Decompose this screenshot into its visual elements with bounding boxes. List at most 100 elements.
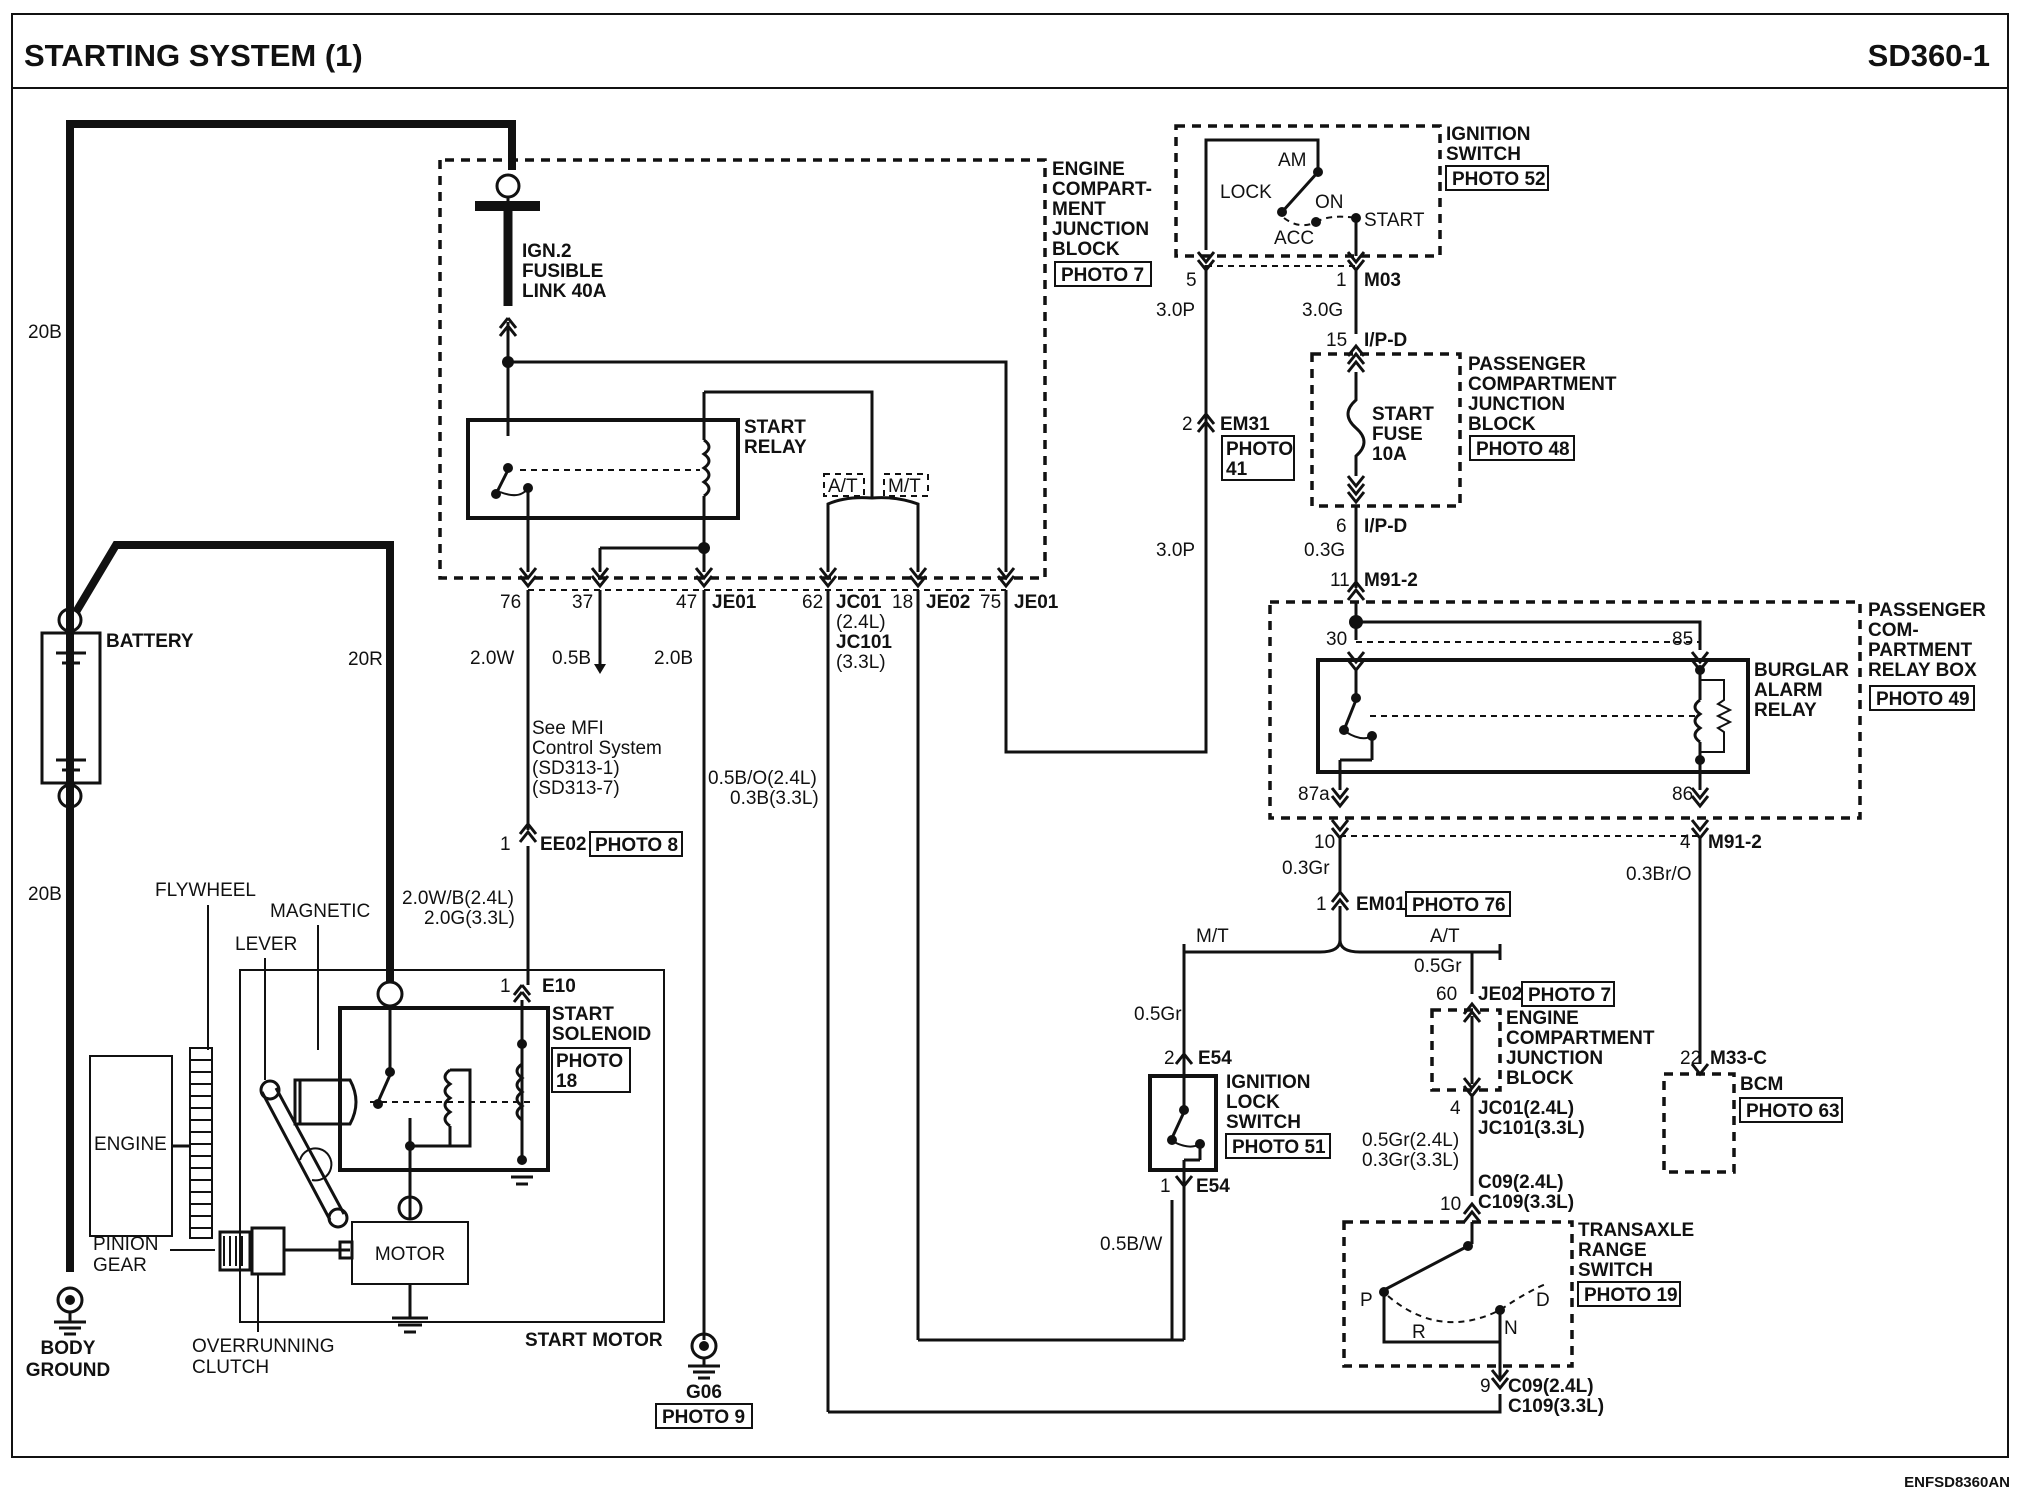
svg-text:4: 4 <box>1450 1098 1461 1119</box>
svg-text:M91-2: M91-2 <box>1708 832 1762 853</box>
svg-text:0.5Gr: 0.5Gr <box>1414 956 1462 977</box>
svg-text:C09(2.4L): C09(2.4L) <box>1478 1172 1564 1193</box>
svg-text:3.0P: 3.0P <box>1156 540 1195 561</box>
svg-text:BLOCK: BLOCK <box>1052 239 1120 260</box>
svg-text:MAGNETIC: MAGNETIC <box>270 901 370 922</box>
bcm: 22 M33-C BCM PHOTO 63 <box>1662 836 1843 1174</box>
svg-text:85: 85 <box>1672 629 1693 650</box>
svg-text:10: 10 <box>1314 832 1335 853</box>
svg-text:ACC: ACC <box>1274 228 1314 249</box>
svg-text:ENGINE: ENGINE <box>1052 159 1125 180</box>
svg-text:BURGLAR: BURGLAR <box>1754 660 1849 681</box>
svg-text:IGN.2: IGN.2 <box>522 241 572 262</box>
svg-text:M03: M03 <box>1364 270 1401 291</box>
svg-text:2: 2 <box>1164 1048 1175 1069</box>
svg-text:ON: ON <box>1315 192 1344 213</box>
svg-text:RELAY: RELAY <box>1754 700 1817 721</box>
svg-text:87a: 87a <box>1298 784 1330 805</box>
svg-text:RANGE: RANGE <box>1578 1240 1647 1261</box>
svg-text:EM01: EM01 <box>1356 894 1406 915</box>
svg-text:60: 60 <box>1436 984 1457 1005</box>
svg-text:EE02: EE02 <box>540 834 586 855</box>
svg-text:5: 5 <box>1186 270 1197 291</box>
page-code: SD360-1 <box>1868 38 1990 73</box>
body-ground-icon: BODY GROUND <box>26 1286 110 1381</box>
svg-text:SWITCH: SWITCH <box>1446 144 1521 165</box>
svg-text:JC101(3.3L): JC101(3.3L) <box>1478 1118 1585 1139</box>
svg-text:JE02: JE02 <box>1478 984 1522 1005</box>
svg-text:75: 75 <box>980 592 1001 613</box>
svg-text:4: 4 <box>1680 832 1691 853</box>
svg-text:ENGINE: ENGINE <box>94 1134 167 1155</box>
svg-text:AM: AM <box>1278 150 1307 171</box>
svg-text:C09(2.4L): C09(2.4L) <box>1508 1376 1594 1397</box>
svg-text:START: START <box>1364 210 1425 231</box>
svg-text:18: 18 <box>556 1071 577 1092</box>
svg-text:PARTMENT: PARTMENT <box>1868 640 1973 661</box>
svg-text:PASSENGER: PASSENGER <box>1868 600 1986 621</box>
svg-text:18: 18 <box>892 592 913 613</box>
svg-text:(SD313-1): (SD313-1) <box>532 758 620 779</box>
em31-connector: 2 EM31 PHOTO 41 3.0P <box>1156 270 1295 752</box>
svg-text:JC101: JC101 <box>836 632 892 653</box>
svg-text:JE02: JE02 <box>926 592 970 613</box>
svg-text:30: 30 <box>1326 629 1347 650</box>
svg-text:E54: E54 <box>1196 1176 1230 1197</box>
start-motor: START MOTOR FLYWHEEL MAGNETIC LEVER ENGI… <box>89 880 665 1378</box>
burglar-alarm-relay: PASSENGER COM- PARTMENT RELAY BOX PHOTO … <box>1268 600 1986 885</box>
svg-text:START: START <box>552 1004 614 1025</box>
svg-text:PHOTO 52: PHOTO 52 <box>1452 169 1546 190</box>
svg-text:E10: E10 <box>542 976 576 997</box>
engine-compartment-junction-block: ENGINE COMPART- MENT JUNCTION BLOCK PHOT… <box>438 158 1152 580</box>
svg-text:15: 15 <box>1326 330 1347 351</box>
svg-text:COMPARTMENT: COMPARTMENT <box>1506 1028 1655 1049</box>
svg-text:1: 1 <box>500 976 511 997</box>
em01-branch: 1 EM01 PHOTO 76 M/T A/T 0.5Gr 0.5Gr <box>1134 836 1511 1062</box>
battery-label: BATTERY <box>106 631 194 652</box>
svg-text:9: 9 <box>1480 1376 1491 1397</box>
svg-text:RELAY: RELAY <box>744 437 807 458</box>
svg-text:G06: G06 <box>686 1382 722 1403</box>
svg-text:RELAY BOX: RELAY BOX <box>1868 660 1977 681</box>
svg-text:I/P-D: I/P-D <box>1364 516 1407 537</box>
svg-text:CLUTCH: CLUTCH <box>192 1357 269 1378</box>
svg-text:SWITCH: SWITCH <box>1578 1260 1653 1281</box>
svg-text:2.0B: 2.0B <box>654 648 693 669</box>
svg-text:PHOTO 19: PHOTO 19 <box>1584 1285 1678 1306</box>
svg-text:PINION: PINION <box>93 1234 158 1255</box>
figure-code: ENFSD8360AN <box>1904 1474 2010 1491</box>
svg-text:86: 86 <box>1672 784 1693 805</box>
svg-text:PHOTO 49: PHOTO 49 <box>1876 689 1970 710</box>
svg-text:JC01(2.4L): JC01(2.4L) <box>1478 1098 1574 1119</box>
diagram-frame <box>11 13 2009 1458</box>
svg-text:START MOTOR: START MOTOR <box>525 1330 663 1351</box>
svg-text:0.5B/W: 0.5B/W <box>1100 1234 1162 1255</box>
svg-text:3.0P: 3.0P <box>1156 300 1195 321</box>
svg-text:IGNITION: IGNITION <box>1446 124 1530 145</box>
svg-text:M33-C: M33-C <box>1710 1048 1767 1069</box>
svg-text:A/T: A/T <box>1430 926 1460 947</box>
svg-text:LINK 40A: LINK 40A <box>522 281 607 302</box>
svg-text:SOLENOID: SOLENOID <box>552 1024 651 1045</box>
svg-text:1: 1 <box>1160 1176 1171 1197</box>
svg-text:LOCK: LOCK <box>1220 182 1272 203</box>
svg-text:MENT: MENT <box>1052 199 1106 220</box>
svg-text:20B: 20B <box>28 884 62 905</box>
svg-text:ALARM: ALARM <box>1754 680 1823 701</box>
passenger-compartment-junction-block: 15 I/P-D START FUSE 10A PASSENGER COMPAR… <box>1304 270 1617 601</box>
svg-text:PHOTO 9: PHOTO 9 <box>662 1407 745 1428</box>
svg-text:76: 76 <box>500 592 521 613</box>
svg-text:0.5Gr(2.4L): 0.5Gr(2.4L) <box>1362 1130 1459 1151</box>
svg-text:E54: E54 <box>1198 1048 1232 1069</box>
svg-text:GROUND: GROUND <box>26 1360 110 1381</box>
svg-text:OVERRUNNING: OVERRUNNING <box>192 1336 335 1357</box>
svg-text:C109(3.3L): C109(3.3L) <box>1478 1192 1574 1213</box>
engine-jb-wires: 2.0W 0.5B 2.0B See MFI Control System (S… <box>402 265 1502 1414</box>
svg-text:BCM: BCM <box>1740 1074 1783 1095</box>
svg-text:BODY: BODY <box>41 1338 96 1359</box>
at-mt-selector: A/T M/T <box>823 458 929 572</box>
engine-compartment-junction-block-lower: 60 JE02 PHOTO 7 ENGINE COMPARTMENT JUNCT… <box>1362 981 1655 1196</box>
motor-label: MOTOR <box>375 1244 445 1265</box>
svg-text:I/P-D: I/P-D <box>1364 330 1407 351</box>
